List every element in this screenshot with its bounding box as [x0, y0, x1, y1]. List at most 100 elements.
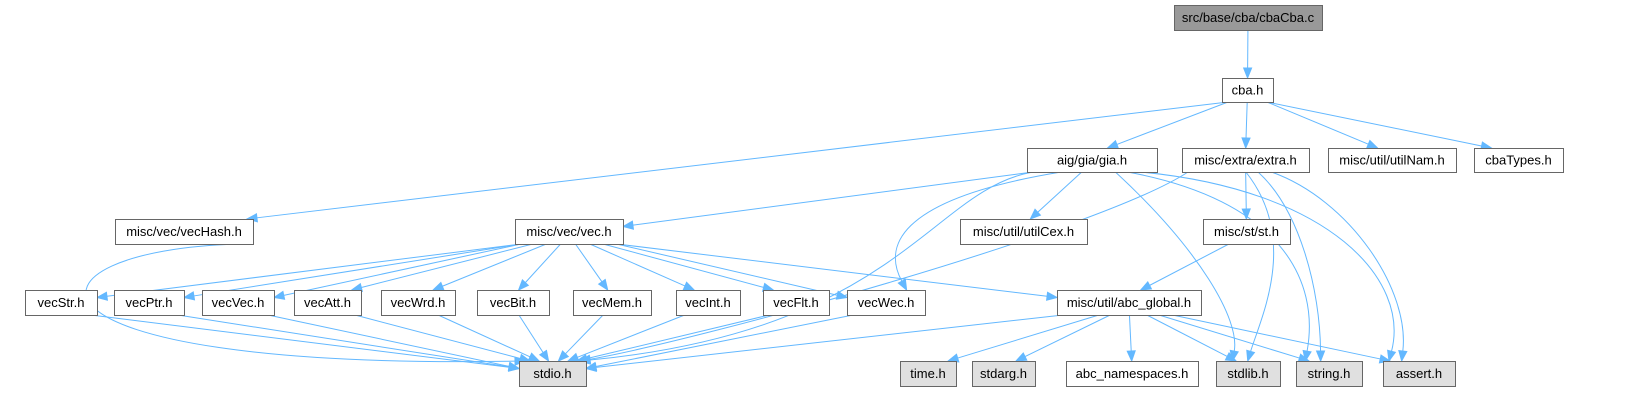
node-label: vecBit.h — [490, 295, 536, 310]
edge-extra-to-string — [1257, 171, 1326, 363]
edge-vec-to-vecInt — [589, 243, 696, 291]
node-vecMem[interactable]: vecMem.h — [573, 290, 652, 316]
arrowhead-icon — [682, 281, 696, 291]
edge-line — [267, 314, 510, 367]
node-vecVec[interactable]: vecVec.h — [202, 290, 275, 316]
arrowhead-icon — [835, 290, 849, 300]
node-label: vecPtr.h — [126, 295, 173, 310]
edge-cba-to-utilNam — [1266, 101, 1379, 149]
edge-line — [442, 243, 547, 287]
edge-line — [575, 243, 603, 283]
arrowhead-icon — [1139, 280, 1153, 291]
edge-gia-to-vecWec — [894, 171, 1062, 292]
arrowhead-icon — [566, 352, 580, 362]
node-label: src/base/cba/cbaCba.c — [1182, 10, 1315, 25]
edge-line — [589, 171, 1189, 360]
node-vecWrd[interactable]: vecWrd.h — [381, 290, 456, 316]
node-time: time.h — [900, 361, 957, 387]
node-box — [381, 290, 456, 316]
edge-line — [1141, 171, 1395, 352]
arrowhead-icon — [527, 352, 541, 362]
arrowhead-icon — [1106, 139, 1120, 149]
node-box — [1182, 148, 1310, 173]
node-cbaCba: src/base/cba/cbaCba.c — [1174, 5, 1323, 31]
edge-extra-to-stdio — [578, 171, 1189, 364]
node-cbaTypes[interactable]: cbaTypes.h — [1474, 148, 1564, 173]
edge-line — [1271, 171, 1404, 352]
node-vec[interactable]: misc/vec/vec.h — [515, 219, 624, 245]
node-label: aig/gia/gia.h — [1057, 153, 1127, 168]
arrowhead-icon — [182, 291, 196, 301]
edge-gia-to-stdio — [578, 171, 1034, 365]
node-label: misc/extra/extra.h — [1194, 153, 1297, 168]
arrowhead-icon — [1246, 349, 1256, 363]
node-label: misc/st/st.h — [1214, 224, 1279, 239]
edge-vecVec-to-stdio — [267, 314, 521, 371]
node-box — [477, 290, 550, 316]
node-utilNam[interactable]: misc/util/utilNam.h — [1328, 148, 1457, 173]
node-vecWec[interactable]: vecWec.h — [847, 290, 926, 316]
arrowhead-icon — [1241, 208, 1251, 221]
node-vecStr[interactable]: vecStr.h — [25, 290, 98, 316]
node-label: misc/util/utilCex.h — [973, 224, 1074, 239]
edge-line — [256, 101, 1229, 219]
node-box — [1027, 148, 1158, 173]
node-abc_namespaces[interactable]: abc_namespaces.h — [1066, 361, 1199, 387]
node-abc_global[interactable]: misc/util/abc_global.h — [1057, 290, 1202, 316]
edge-line — [1024, 314, 1111, 358]
edge-abc_global-to-stdlib — [1146, 314, 1238, 362]
edge-line — [595, 314, 1064, 368]
arrowhead-icon — [897, 278, 908, 292]
edge-line — [894, 171, 1062, 282]
node-box — [1174, 5, 1323, 31]
edges-layer — [85, 29, 1493, 373]
node-box — [900, 361, 957, 387]
node-vecHash[interactable]: misc/vec/vecHash.h — [115, 219, 254, 245]
edge-line — [616, 243, 1048, 297]
node-utilCex[interactable]: misc/util/utilCex.h — [960, 219, 1088, 245]
arrowhead-icon — [1398, 350, 1408, 363]
node-vecAtt[interactable]: vecAtt.h — [294, 290, 362, 316]
edge-vecMem-to-stdio — [557, 314, 604, 362]
edge-line — [1266, 101, 1369, 145]
edge-gia-to-vec — [621, 171, 1034, 230]
edge-line — [1245, 101, 1248, 139]
node-vecPtr[interactable]: vecPtr.h — [114, 290, 185, 316]
node-vecInt[interactable]: vecInt.h — [676, 290, 741, 316]
node-gia[interactable]: aig/gia/gia.h — [1027, 148, 1158, 173]
arrowhead-icon — [1242, 67, 1253, 80]
edge-line — [1245, 171, 1275, 352]
node-extra[interactable]: misc/extra/extra.h — [1182, 148, 1310, 173]
node-box — [847, 290, 926, 316]
node-cba[interactable]: cba.h — [1222, 78, 1274, 103]
node-label: vecVec.h — [212, 295, 265, 310]
edge-vec-to-vecMem — [575, 243, 609, 292]
edge-line — [437, 314, 531, 358]
edge-line — [177, 314, 510, 368]
edge-line — [518, 314, 544, 353]
edge-vec-to-vecVec — [272, 243, 522, 300]
edge-line — [616, 243, 838, 296]
arrowhead-icon — [507, 361, 521, 371]
edge-abc_global-to-stdarg — [1014, 314, 1111, 362]
edge-vec-to-vecBit — [517, 243, 561, 291]
edge-gia-to-assert — [1141, 171, 1397, 363]
arrowhead-icon — [272, 290, 286, 300]
edge-line — [283, 243, 522, 296]
node-vecFlt[interactable]: vecFlt.h — [763, 290, 830, 316]
edge-line — [589, 243, 686, 287]
edge-cba-to-extra — [1241, 101, 1251, 150]
edge-line — [1149, 243, 1230, 286]
arrowhead-icon — [1241, 137, 1251, 150]
edge-abc_global-to-abc_namespaces — [1126, 314, 1136, 363]
arrowhead-icon — [431, 281, 445, 291]
edge-line — [586, 314, 770, 360]
edge-line — [602, 243, 764, 288]
node-st[interactable]: misc/st/st.h — [1203, 219, 1291, 245]
edge-line — [1128, 314, 1132, 352]
node-vecBit[interactable]: vecBit.h — [477, 290, 550, 316]
edge-cbaCba-to-cba — [1242, 29, 1253, 80]
node-label: cba.h — [1232, 83, 1264, 98]
edge-line — [589, 171, 1034, 361]
arrowhead-icon — [557, 350, 570, 362]
